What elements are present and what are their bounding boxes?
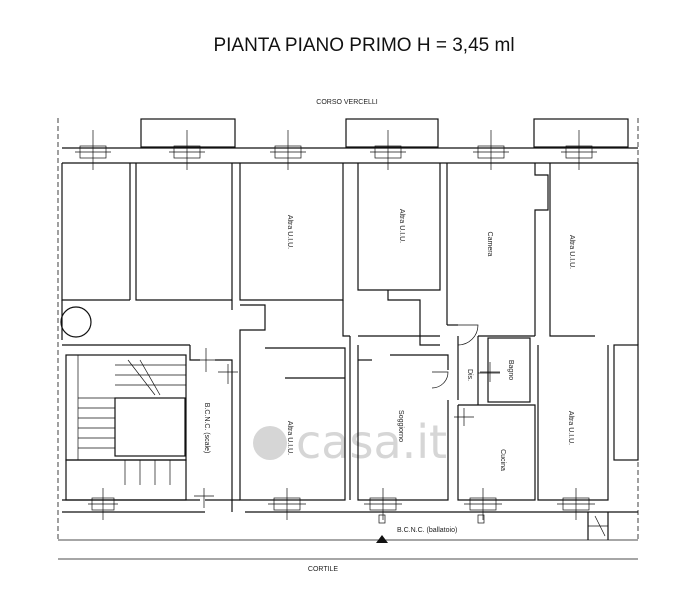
street-label-bottom: CORTILE <box>308 566 339 573</box>
central-lower-room <box>239 347 346 501</box>
soggiorno-room <box>349 336 449 501</box>
top-facade-wall <box>62 147 638 164</box>
room-label-cucina: Cucina <box>499 449 506 471</box>
balconies <box>140 118 629 148</box>
watermark: casa.it <box>253 415 447 469</box>
room-label-altra-5: Altra U.I.U. <box>567 411 574 445</box>
room-label-bcnc-ballatoio: B.C.N.C. (ballatoio) <box>397 527 457 534</box>
upper-rooms <box>60 163 639 348</box>
cucina-room <box>457 404 536 501</box>
street-label-top: CORSO VERCELLI <box>316 99 378 106</box>
room-label-altra-3: Altra U.I.U. <box>568 235 575 269</box>
plan-title: PIANTA PIANO PRIMO H = 3,45 ml <box>213 35 514 56</box>
room-label-soggiorno: Soggiorno <box>397 410 404 442</box>
boundary-lines <box>57 118 639 560</box>
bath-block <box>431 324 531 405</box>
bottom-windows <box>88 362 595 520</box>
top-windows <box>75 130 597 170</box>
watermark-text: casa.it <box>296 415 447 469</box>
room-label-camera: Camera <box>486 232 493 257</box>
room-label-bagno: Bagno <box>507 360 514 380</box>
stair-block <box>62 354 205 513</box>
north-arrow-marker <box>376 514 485 543</box>
room-label-bcnc-scale: B.C.N.C. (scale) <box>203 403 210 454</box>
room-label-altra-4: Altra U.I.U. <box>286 421 293 455</box>
scale-corridor <box>189 345 233 512</box>
right-lower-room <box>205 344 639 540</box>
room-label-altra-2: Altra U.I.U. <box>398 209 405 243</box>
room-label-dis: Dis. <box>466 369 473 381</box>
room-label-altra-1: Altra U.I.U. <box>286 215 293 249</box>
